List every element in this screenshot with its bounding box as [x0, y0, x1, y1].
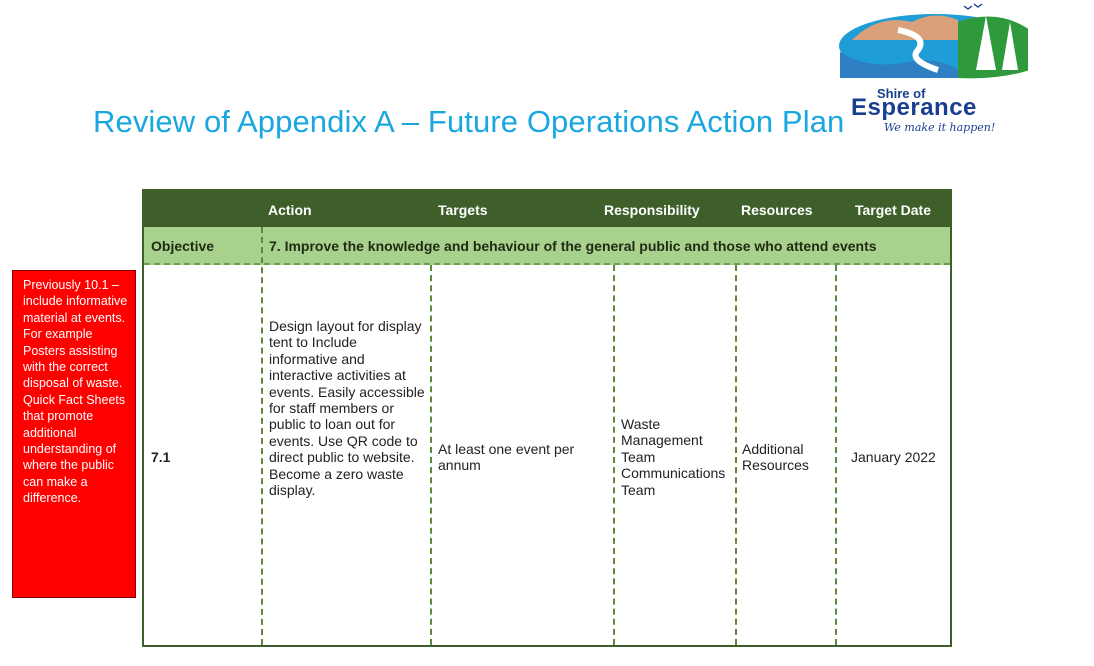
- shire-logo-icon: [839, 3, 1028, 79]
- row-resources: Additional Resources: [742, 441, 809, 474]
- objective-label: Objective: [151, 238, 215, 254]
- column-divider: [735, 265, 737, 645]
- header-action: Action: [268, 202, 312, 218]
- header-targets: Targets: [438, 202, 488, 218]
- header-resources: Resources: [741, 202, 813, 218]
- header-responsibility: Responsibility: [604, 202, 700, 218]
- logo-esperance: Esperance: [851, 94, 977, 121]
- action-plan-table: Action Targets Responsibility Resources …: [142, 189, 952, 647]
- column-divider: [613, 265, 615, 645]
- column-divider: [261, 227, 263, 645]
- logo-shire-of: Shire of: [877, 86, 926, 101]
- previous-note-box: Previously 10.1 – include informative ma…: [12, 270, 136, 598]
- row-action: Design layout for display tent to Includ…: [269, 318, 425, 499]
- row-targets: At least one event per annum: [438, 441, 575, 474]
- column-divider: [835, 265, 837, 645]
- row-responsibility: Waste Management Team Communications Tea…: [621, 416, 726, 498]
- header-target-date: Target Date: [855, 202, 931, 218]
- page-title: Review of Appendix A – Future Operations…: [93, 104, 845, 139]
- logo-tagline: We make it happen!: [884, 121, 996, 134]
- objective-text: 7. Improve the knowledge and behaviour o…: [269, 238, 877, 254]
- column-divider: [430, 265, 432, 645]
- row-id: 7.1: [151, 449, 171, 465]
- objective-row: Objective 7. Improve the knowledge and b…: [144, 227, 950, 265]
- table-header: Action Targets Responsibility Resources …: [144, 191, 950, 227]
- row-target-date: January 2022: [851, 449, 936, 465]
